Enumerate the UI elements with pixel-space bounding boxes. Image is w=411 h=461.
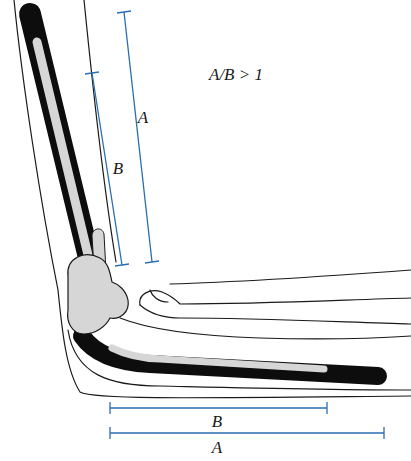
- dimension-label: A: [212, 439, 222, 456]
- humeral-component: [68, 255, 129, 334]
- humeral-stem: [37, 42, 88, 255]
- dimension-tick: [115, 264, 129, 266]
- humeral-cement: [30, 14, 90, 262]
- dimension-tick: [145, 261, 159, 263]
- ulnar-cement: [82, 336, 378, 376]
- radius-bone: [140, 305, 411, 324]
- dimension-label: B: [113, 160, 123, 177]
- dimension-tick: [117, 11, 131, 13]
- dimension-tick: [85, 72, 99, 74]
- dimension-label: A: [138, 109, 148, 126]
- dimension-label: B: [212, 413, 222, 430]
- ulna-bone: [68, 330, 411, 390]
- skin-outline: [14, 0, 411, 398]
- ratio-note: A/B > 1: [209, 66, 263, 83]
- dimension-line: [110, 407, 327, 408]
- dimension-tick: [326, 402, 327, 414]
- dimension-line: [110, 432, 384, 433]
- skin-outline: [170, 270, 411, 284]
- dimension-tick: [383, 427, 384, 439]
- dimension-tick: [109, 402, 110, 414]
- radius-bone: [150, 290, 168, 302]
- ulnar-stem: [112, 348, 324, 369]
- ulna-bone: [120, 318, 411, 339]
- dimension-tick: [109, 427, 110, 439]
- radius-bone: [140, 291, 411, 305]
- dimension-line: [124, 12, 152, 262]
